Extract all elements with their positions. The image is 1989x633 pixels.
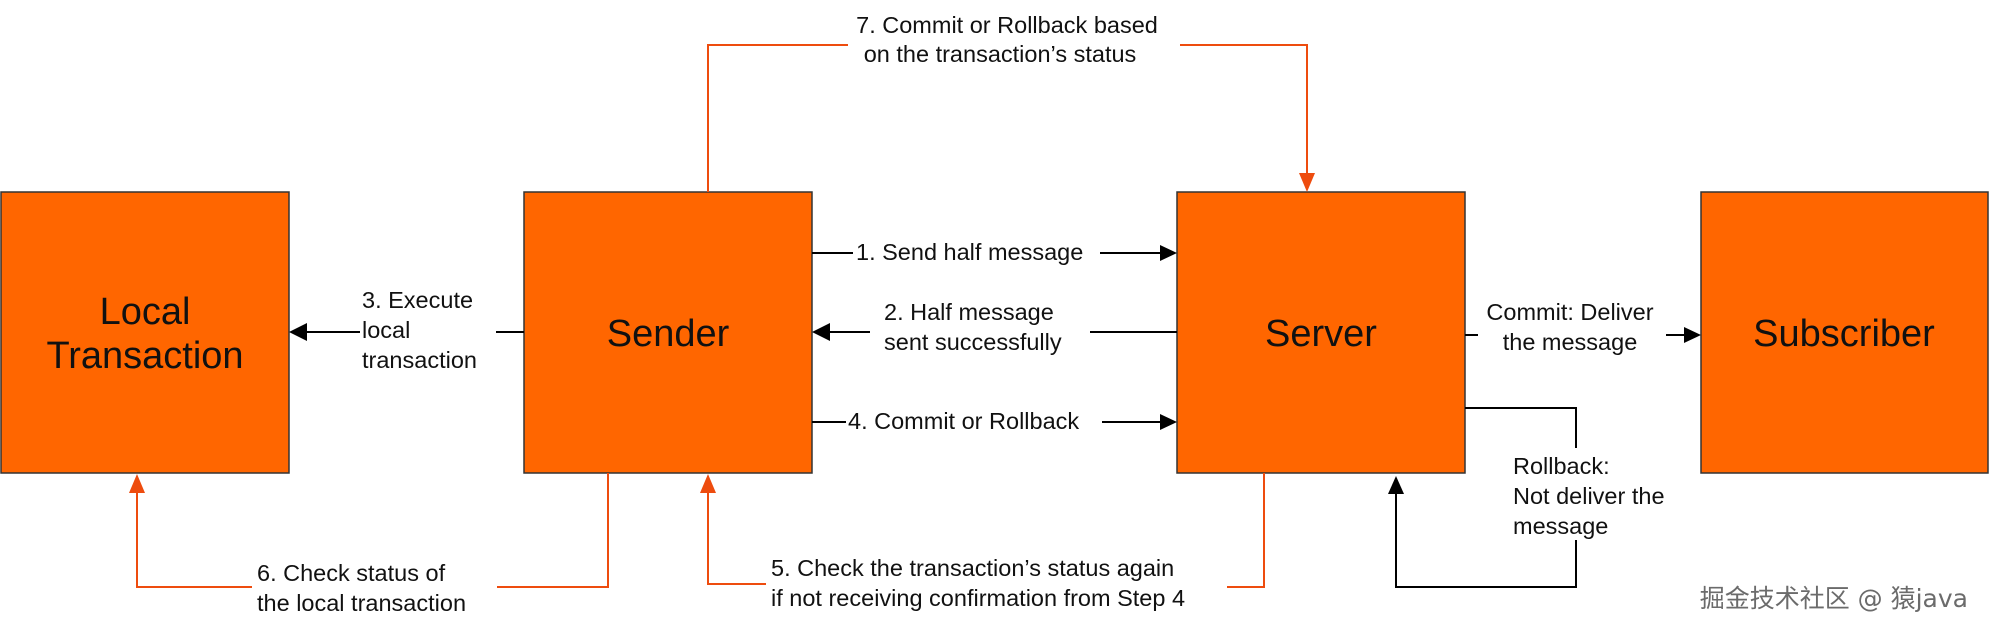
arrow-rollback-not-deliver: Rollback: Not deliver the message [1388, 407, 1665, 588]
arrowhead [1684, 327, 1701, 343]
arrowhead [1160, 414, 1177, 430]
arrowhead [812, 323, 830, 341]
step6-label-line1: 6. Check status of [257, 560, 446, 586]
step5-label-line2: if not receiving confirmation from Step … [771, 585, 1185, 611]
arrowhead [289, 323, 307, 341]
step1-label: 1. Send half message [856, 239, 1083, 265]
local-transaction-box: Local Transaction [0, 191, 290, 474]
local-transaction-label-line2: Transaction [46, 335, 243, 377]
step6-label-line2: the local transaction [257, 590, 466, 616]
arrowhead [1388, 476, 1404, 494]
step3-label-line3: transaction [362, 347, 477, 373]
rollback-label-line3: message [1513, 513, 1608, 539]
server-label: Server [1265, 313, 1377, 355]
arrowhead [1160, 245, 1177, 261]
arrow-commit-deliver: Commit: Deliver the message [1465, 299, 1701, 355]
step3-label-line1: 3. Execute [362, 287, 473, 313]
arrowhead [129, 474, 145, 493]
arrow-step1-send-half-message: 1. Send half message [812, 239, 1177, 265]
subscriber-box: Subscriber [1700, 191, 1989, 474]
sender-box: Sender [523, 191, 813, 474]
arrowhead [1299, 173, 1315, 192]
rollback-label-line2: Not deliver the [1513, 483, 1665, 509]
arrow-step7-commit-or-rollback-based: 7. Commit or Rollback based on the trans… [707, 12, 1315, 192]
step3-label-line2: local [362, 317, 410, 343]
step5-label-line1: 5. Check the transaction’s status again [771, 555, 1174, 581]
commit-label-line2: the message [1503, 329, 1638, 355]
step2-label-line1: 2. Half message [884, 299, 1054, 325]
arrow-step4-commit-or-rollback: 4. Commit or Rollback [812, 408, 1177, 434]
server-box: Server [1176, 191, 1466, 474]
subscriber-label: Subscriber [1753, 313, 1935, 355]
arrow-step3-execute-local-transaction: 3. Execute local transaction [289, 287, 524, 373]
arrow-step5-check-status-again: 5. Check the transaction’s status again … [700, 473, 1265, 611]
arrow-step6-check-local-status: 6. Check status of the local transaction [129, 473, 609, 616]
arrowhead [700, 474, 716, 493]
watermark: 掘金技术社区 @ 猿java [1700, 584, 1968, 613]
step7-label-line1: 7. Commit or Rollback based [856, 12, 1158, 38]
local-transaction-label-line1: Local [100, 291, 191, 333]
rollback-label-line1: Rollback: [1513, 453, 1610, 479]
step2-label-line2: sent successfully [884, 329, 1062, 355]
arrow-step2-half-message-sent: 2. Half message sent successfully [812, 299, 1177, 355]
commit-label-line1: Commit: Deliver [1486, 299, 1653, 325]
sender-label: Sender [607, 313, 730, 355]
step4-label: 4. Commit or Rollback [848, 408, 1079, 434]
step7-label-line2: on the transaction’s status [864, 41, 1137, 67]
